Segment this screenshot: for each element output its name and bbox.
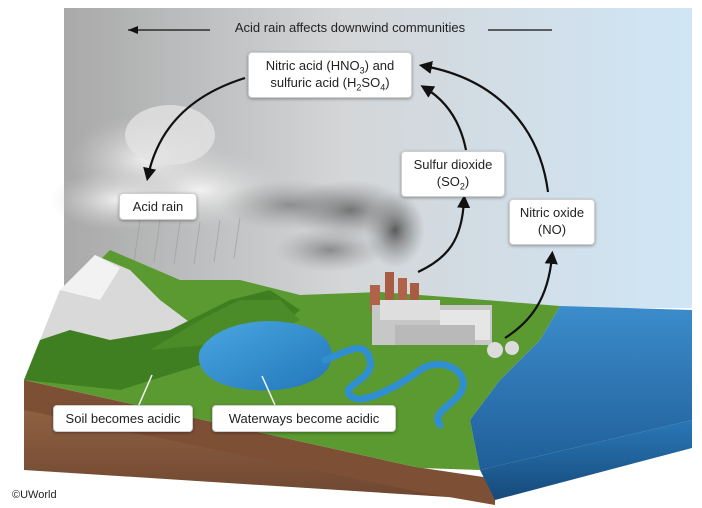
smoke-plume bbox=[220, 180, 425, 272]
acid-rain-label: Acid rain bbox=[119, 193, 197, 220]
river bbox=[321, 344, 467, 429]
cycle-arrows bbox=[143, 60, 558, 339]
sulfur-dioxide-name: Sulfur dioxide bbox=[413, 157, 493, 172]
arrow-factory-to-nitric bbox=[504, 250, 558, 339]
arrow-sulfur-to-acids bbox=[420, 85, 468, 151]
nitric-oxide-name: Nitric oxide bbox=[519, 205, 585, 220]
arrow-nitric-to-acids bbox=[418, 60, 550, 193]
factory bbox=[370, 272, 519, 358]
acids-line1-post: ) and bbox=[364, 58, 395, 73]
banner-caption: Acid rain affects downwind communities bbox=[234, 20, 466, 35]
arrow-factory-to-sulfur bbox=[417, 194, 471, 273]
label-pointers bbox=[137, 374, 276, 408]
sulfur-dioxide-formula-pre: (SO bbox=[436, 174, 460, 189]
banner-arrow bbox=[128, 26, 552, 34]
ocean-side bbox=[480, 420, 692, 500]
sulfur-dioxide-label: Sulfur dioxide (SO2) bbox=[401, 151, 505, 197]
soil-label: Soil becomes acidic bbox=[53, 405, 193, 432]
acids-line1-pre: Nitric acid (HNO bbox=[265, 58, 360, 73]
waterways-label: Waterways become acidic bbox=[212, 405, 396, 432]
acids-line2-mid: SO bbox=[361, 75, 381, 90]
copyright-text: ©UWorld bbox=[12, 489, 57, 501]
acids-label: Nitric acid (HNO3) and sulfuric acid (H2… bbox=[248, 52, 412, 98]
sulfur-dioxide-formula-sub: 2 bbox=[459, 181, 465, 192]
acids-line2-sub2: 4 bbox=[380, 82, 386, 93]
acids-line2-sub1: 2 bbox=[356, 82, 362, 93]
nitric-oxide-formula: (NO) bbox=[537, 222, 567, 237]
sulfur-dioxide-formula-post: ) bbox=[464, 174, 470, 189]
arrow-acid-to-rain bbox=[143, 76, 246, 182]
lake bbox=[198, 321, 332, 391]
acids-line2-pre: sulfuric acid (H bbox=[270, 75, 357, 90]
acids-line2-post: ) bbox=[385, 75, 390, 90]
acids-line1-sub: 3 bbox=[359, 65, 365, 76]
ocean-surface bbox=[470, 306, 692, 470]
nitric-oxide-label: Nitric oxide (NO) bbox=[509, 199, 595, 245]
